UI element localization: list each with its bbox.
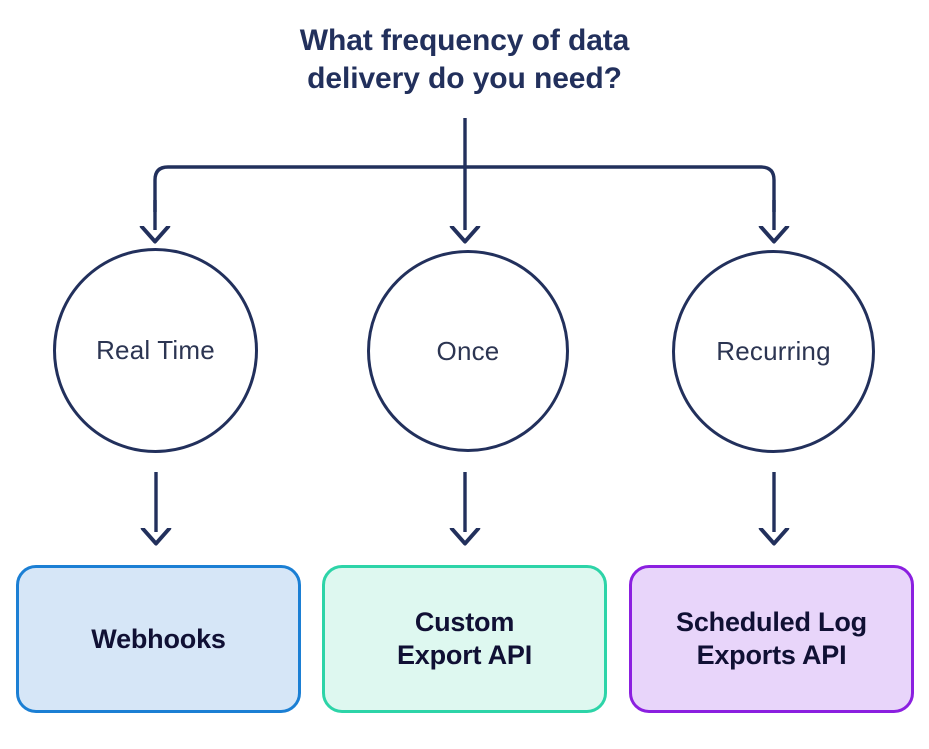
decision-circle-once[interactable]: Once bbox=[367, 250, 569, 452]
outcome-box-custom-export-api[interactable]: Custom Export API bbox=[322, 565, 607, 713]
flowchart-title: What frequency of data delivery do you n… bbox=[299, 24, 630, 95]
connector-split-bar bbox=[153, 165, 776, 212]
decision-circle-label: Recurring bbox=[716, 336, 831, 367]
decision-circle-label: Once bbox=[436, 335, 500, 366]
outcome-box-scheduled-log-exports-api[interactable]: Scheduled Log Exports API bbox=[629, 565, 914, 713]
decision-circle-recurring[interactable]: Recurring bbox=[672, 250, 875, 453]
outcome-box-label: Custom Export API bbox=[396, 607, 533, 670]
decision-circle-label: Real Time bbox=[96, 335, 215, 366]
decision-circle-real-time[interactable]: Real Time bbox=[53, 248, 258, 453]
outcome-box-label: Scheduled Log Exports API bbox=[676, 607, 867, 670]
outcome-box-label: Webhooks bbox=[91, 623, 226, 654]
outcome-box-webhooks[interactable]: Webhooks bbox=[16, 565, 301, 713]
